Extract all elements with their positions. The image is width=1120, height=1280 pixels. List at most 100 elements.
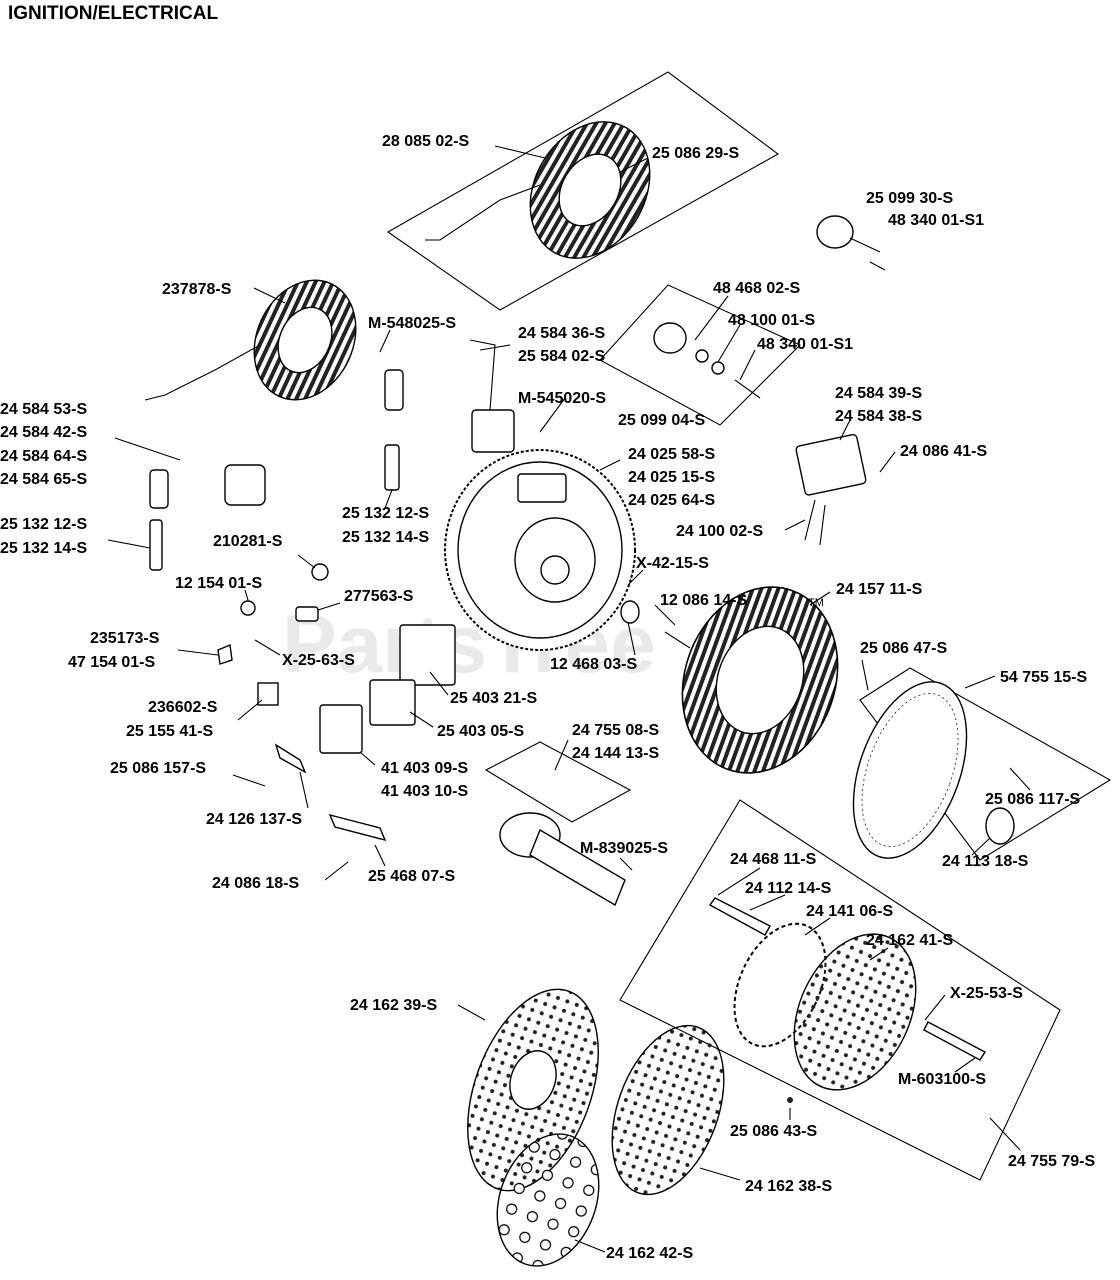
screen-grille — [852, 681, 968, 859]
part-label: 25 155 41-S — [126, 723, 214, 740]
plug-boot — [384, 369, 404, 411]
part-label: 24 162 42-S — [606, 1245, 694, 1262]
part-label: 24 112 14-S — [745, 880, 832, 897]
ignition-coil — [224, 464, 266, 506]
part-label: 25 132 14-S — [342, 529, 430, 546]
part-label: 12 154 01-S — [175, 575, 263, 592]
screen-42 — [496, 1133, 600, 1267]
part-labels: 28 085 02-S 25 086 29-S 25 099 30-S 48 3… — [0, 133, 1096, 1262]
regulator-c — [319, 704, 363, 754]
part-label: 24 584 39-S — [835, 385, 923, 402]
part-label: 24 162 39-S — [350, 997, 438, 1014]
part-label: 25 132 14-S — [0, 540, 88, 557]
ignition-module — [471, 409, 515, 453]
bracket — [217, 644, 233, 665]
part-label: 24 126 137-S — [206, 811, 302, 828]
leader-lines — [107, 145, 1031, 1253]
part-label: 24 584 65-S — [0, 471, 88, 488]
part-label: 236602-S — [148, 699, 218, 716]
part-label: 24 086 41-S — [900, 443, 988, 460]
key-switch-frame — [599, 284, 801, 426]
ignition-lead — [469, 339, 496, 411]
stator-left — [144, 279, 357, 401]
part-label: 48 340 01-S1 — [888, 212, 984, 229]
terminal-block — [257, 682, 279, 706]
part-label: 25 099 30-S — [866, 190, 954, 207]
part-label: 277563-S — [344, 588, 414, 605]
part-label: 48 340 01-S1 — [757, 336, 853, 353]
part-label: 54 755 15-S — [1000, 669, 1088, 686]
part-label: 210281-S — [213, 533, 283, 550]
flywheel — [444, 449, 636, 651]
part-label: 24 584 38-S — [835, 408, 923, 425]
rotating-screen-frame — [619, 799, 1061, 1181]
pin — [708, 897, 771, 936]
part-label: 24 584 36-S — [518, 325, 606, 342]
part-label: 25 099 04-S — [618, 412, 706, 429]
part-label: 41 403 09-S — [381, 760, 469, 777]
part-label: 24 025 64-S — [628, 492, 716, 509]
part-label: 24 584 42-S — [0, 424, 88, 441]
diagram-title: IGNITION/ELECTRICAL — [8, 3, 218, 24]
stator-kit-frame — [386, 71, 780, 311]
stator-top — [425, 121, 651, 259]
small-screw — [787, 1097, 793, 1103]
part-label: M-839025-S — [580, 840, 668, 857]
spark-plug — [384, 444, 400, 491]
part-label: 24 584 64-S — [0, 448, 88, 465]
part-label: 25 403 21-S — [450, 690, 538, 707]
screen-41 — [793, 933, 917, 1091]
part-label: 237878-S — [162, 281, 232, 298]
plate-b — [328, 813, 387, 842]
part-label: 25 086 29-S — [652, 145, 740, 162]
part-label: 47 154 01-S — [68, 654, 156, 671]
part-label: 24 755 79-S — [1008, 1153, 1096, 1170]
key-switch-mid — [653, 322, 761, 399]
part-label: 48 100 01-S — [728, 312, 816, 329]
part-label: 24 086 18-S — [212, 875, 300, 892]
grommet — [295, 606, 319, 622]
part-label: 25 086 47-S — [860, 640, 948, 657]
part-label: 24 141 06-S — [806, 903, 894, 920]
part-label: 12 086 14-S — [660, 592, 748, 609]
part-label: M-545020-S — [518, 390, 606, 407]
part-label: 24 025 58-S — [628, 446, 716, 463]
part-label: 25 132 12-S — [342, 505, 430, 522]
part-label: 24 162 38-S — [745, 1178, 833, 1195]
regulator-a — [399, 624, 456, 686]
part-label: X-25-63-S — [282, 652, 355, 669]
drive-shaft — [499, 812, 626, 907]
screen-disc — [985, 807, 1015, 845]
part-label: 24 157 11-S — [836, 581, 923, 598]
part-label: X-25-53-S — [950, 985, 1023, 1002]
part-label: 24 113 18-S — [942, 853, 1029, 870]
part-label: 25 584 02-S — [518, 348, 606, 365]
part-label: 235173-S — [90, 630, 160, 647]
part-label: 25 403 05-S — [437, 723, 525, 740]
part-label: X-42-15-S — [636, 555, 709, 572]
screen-39-hub — [509, 1050, 557, 1110]
part-label: 24 584 53-S — [0, 401, 88, 418]
shaft-frame — [484, 741, 632, 823]
plug-boot-left — [149, 469, 169, 509]
fan — [681, 586, 839, 774]
rectifier-leads — [804, 499, 826, 546]
key-switch-top — [816, 215, 886, 271]
part-label: M-603100-S — [898, 1071, 986, 1088]
part-label: 25 132 12-S — [0, 516, 88, 533]
part-label: 25 086 157-S — [110, 760, 206, 777]
part-label: 25 468 07-S — [368, 868, 456, 885]
washer — [620, 600, 640, 624]
part-label: M-548025-S — [368, 315, 456, 332]
regulator-b — [369, 679, 416, 726]
part-label: 25 086 117-S — [985, 791, 1081, 808]
part-label: 24 755 08-S — [572, 722, 660, 739]
part-label: 24 144 13-S — [572, 745, 660, 762]
clip — [311, 563, 329, 581]
part-label: 24 100 02-S — [676, 523, 764, 540]
clamp — [240, 600, 256, 616]
screen-38 — [611, 1024, 725, 1196]
part-label: 25 086 43-S — [730, 1123, 818, 1140]
plate-a — [274, 743, 307, 774]
